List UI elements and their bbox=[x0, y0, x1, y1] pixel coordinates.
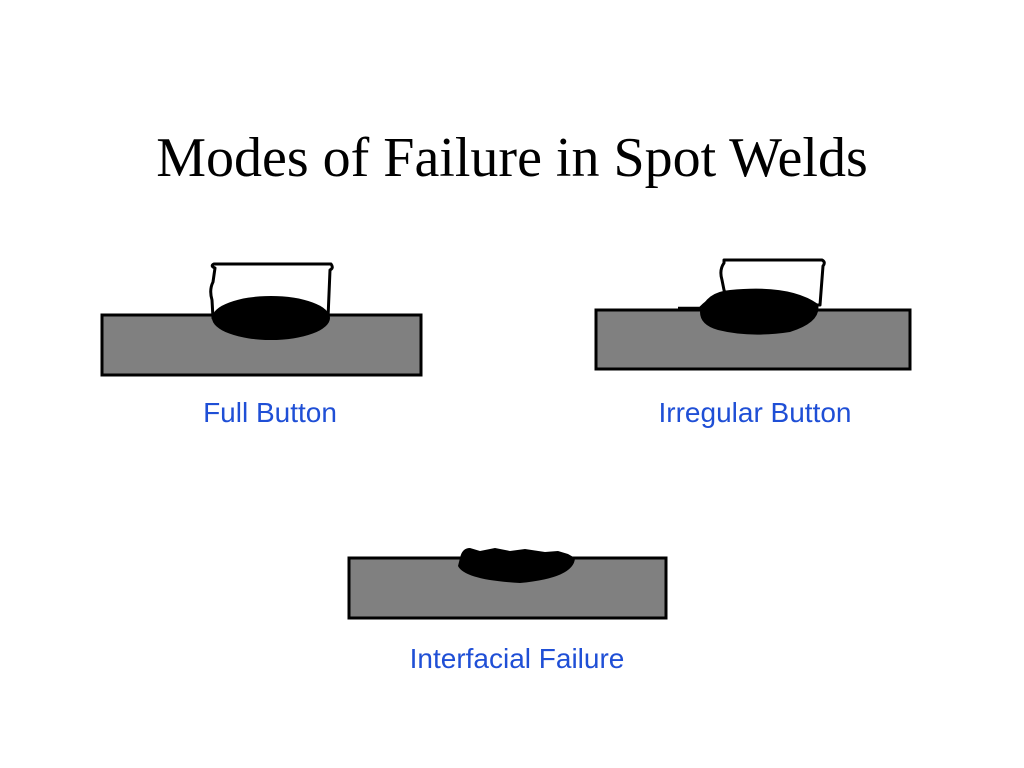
full-button-caption: Full Button bbox=[203, 397, 337, 428]
interfacial-failure-sheet bbox=[347, 556, 668, 620]
interfacial-failure-caption: Interfacial Failure bbox=[409, 643, 625, 674]
irregular-button-nugget bbox=[700, 288, 819, 335]
full-button-nugget bbox=[212, 296, 330, 340]
irregular-button-diagram bbox=[594, 258, 912, 371]
full-button-diagram bbox=[100, 262, 423, 377]
irregular-button-caption: Irregular Button bbox=[658, 397, 852, 428]
slide-title: Modes of Failure in Spot Welds bbox=[156, 127, 868, 189]
interfacial-failure-nugget bbox=[458, 548, 575, 583]
interfacial-failure-diagram bbox=[347, 548, 668, 620]
